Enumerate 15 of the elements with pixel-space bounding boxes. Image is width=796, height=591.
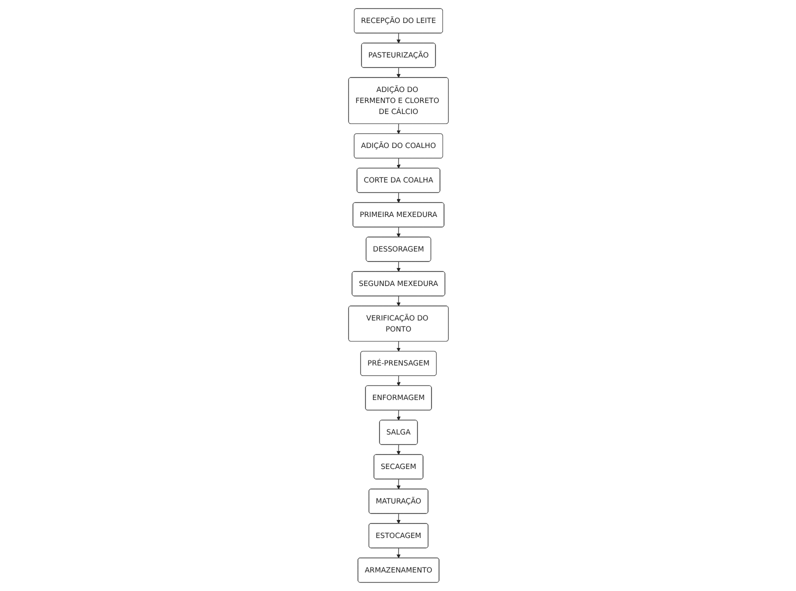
arrow — [396, 67, 400, 78]
arrow — [396, 548, 400, 558]
arrow — [396, 341, 400, 352]
arrow — [396, 410, 400, 421]
arrow — [396, 158, 400, 169]
arrow — [396, 192, 400, 203]
arrow — [396, 296, 400, 306]
arrow — [396, 513, 400, 524]
arrow — [396, 376, 400, 386]
arrow — [396, 227, 400, 238]
arrow — [396, 124, 400, 134]
arrow — [396, 444, 400, 455]
arrow — [396, 478, 400, 490]
arrow — [396, 261, 400, 272]
arrow — [396, 33, 400, 44]
